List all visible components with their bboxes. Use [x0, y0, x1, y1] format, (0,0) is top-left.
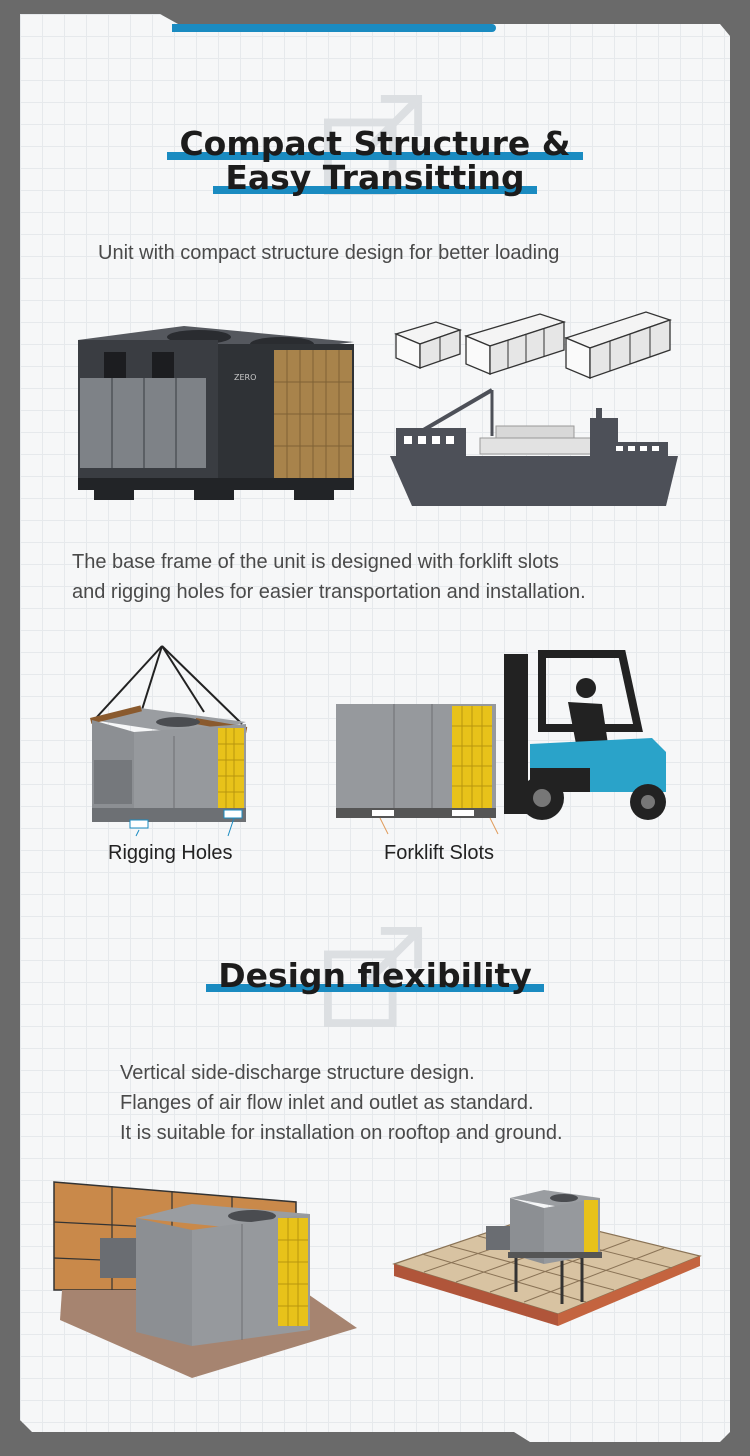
- section1-title-line2: Easy Transitting: [213, 158, 537, 197]
- rooftop-installation-image: [392, 1190, 702, 1326]
- forklift-unit-image: [336, 650, 666, 835]
- section1-paragraph-line1: The base frame of the unit is designed w…: [72, 551, 559, 573]
- cargo-ship-image: [390, 388, 678, 506]
- top-accent-bar: [172, 24, 496, 32]
- section1-subtitle: Unit with compact structure design for b…: [98, 242, 560, 264]
- unit-brand-logo: ZERO: [234, 373, 256, 382]
- container-stack-medium: [464, 313, 567, 375]
- section2-line1: Vertical side-discharge structure design…: [120, 1062, 475, 1084]
- container-stack-large: [564, 311, 673, 379]
- rigging-holes-label: Rigging Holes: [108, 842, 233, 864]
- section1-paragraph-line2: and rigging holes for easier transportat…: [72, 581, 586, 603]
- container-stack-small: [394, 321, 463, 369]
- section2-line2: Flanges of air flow inlet and outlet as …: [120, 1092, 534, 1114]
- section2-title: Design flexibility: [206, 956, 544, 995]
- rooftop-unit-image: ZERO: [78, 326, 354, 500]
- rigging-unit-image: [90, 645, 248, 837]
- forklift-slots-label: Forklift Slots: [384, 842, 495, 864]
- ground-installation-image: [53, 1181, 357, 1378]
- section1-title-line1: Compact Structure &: [167, 124, 583, 163]
- section2-line3: It is suitable for installation on rooft…: [120, 1122, 563, 1144]
